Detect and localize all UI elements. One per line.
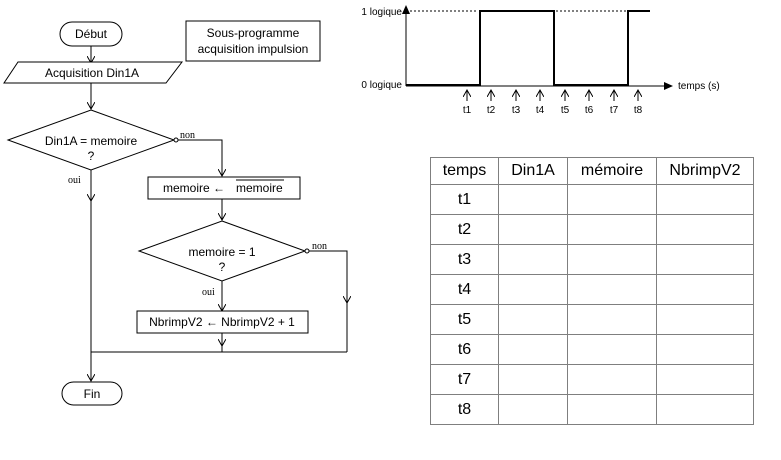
tick-label-t1: t1 (463, 105, 472, 116)
cell-nbrimpv2[interactable] (656, 214, 754, 245)
cell-memoire[interactable] (567, 184, 657, 215)
cell-time: t1 (430, 184, 499, 215)
flow-connector (178, 139, 222, 175)
header-nbrimpv2: NbrimpV2 (656, 157, 754, 185)
process2-label: NbrimpV2 ← NbrimpV2 + 1 (149, 315, 295, 329)
process1-overline-label: memoire (236, 181, 283, 195)
cell-memoire[interactable] (567, 244, 657, 275)
input-parallelogram: Acquisition Din1A (3, 61, 184, 84)
cell-memoire[interactable] (567, 214, 657, 245)
subprogram-box: Sous-programme acquisition impulsion (185, 20, 321, 62)
end-label: Fin (84, 387, 101, 401)
flowchart: Début Sous-programme acquisition impulsi… (3, 20, 348, 406)
cell-time: t4 (430, 274, 499, 305)
state-table: temps Din1A mémoire NbrimpV2 t1 t2 t3 t4 (430, 157, 754, 425)
cell-din1a[interactable] (498, 394, 568, 425)
cell-nbrimpv2[interactable] (656, 304, 754, 335)
process-increment-nbrimpv2: NbrimpV2 ← NbrimpV2 + 1 (136, 310, 309, 334)
level-high-label: 1 logique (361, 7, 402, 18)
tick-label-t5: t5 (561, 105, 570, 116)
cell-memoire[interactable] (567, 304, 657, 335)
pulse-signal (406, 10, 650, 86)
cell-time: t2 (430, 214, 499, 245)
cell-din1a[interactable] (498, 304, 568, 335)
table-header-row: temps Din1A mémoire NbrimpV2 (430, 157, 754, 185)
tick-label-t8: t8 (634, 105, 643, 116)
subprogram-line-2: acquisition impulsion (198, 42, 309, 56)
header-memoire: mémoire (567, 157, 657, 185)
cell-memoire[interactable] (567, 334, 657, 365)
cell-din1a[interactable] (498, 274, 568, 305)
decision2-oui-label: oui (202, 287, 215, 298)
cell-time: t8 (430, 394, 499, 425)
tick-label-t3: t3 (512, 105, 521, 116)
decision-din1a-equals-memoire: Din1A = memoire ? (6, 109, 179, 171)
cell-din1a[interactable] (498, 334, 568, 365)
table-row: t2 (430, 214, 754, 245)
cell-time: t7 (430, 364, 499, 395)
cell-nbrimpv2[interactable] (656, 394, 754, 425)
cell-din1a[interactable] (498, 364, 568, 395)
table-row: t3 (430, 244, 754, 275)
header-din1a: Din1A (498, 157, 568, 185)
start-terminal: Début (59, 21, 123, 47)
cell-memoire[interactable] (567, 364, 657, 395)
timing-diagram: 1 logique 0 logique temps (s) t1 t2 t3 t… (361, 5, 720, 116)
tick-label-t7: t7 (610, 105, 619, 116)
decision2-line-1: memoire = 1 (188, 245, 255, 259)
decision2-line-2: ? (219, 260, 226, 274)
end-terminal: Fin (61, 381, 123, 406)
process1-left-label: memoire ← (163, 181, 225, 195)
cell-nbrimpv2[interactable] (656, 364, 754, 395)
input-label: Acquisition Din1A (45, 66, 139, 80)
cell-time: t3 (430, 244, 499, 275)
cell-din1a[interactable] (498, 214, 568, 245)
tick-arrows (467, 91, 638, 101)
table-row: t7 (430, 364, 754, 395)
process-toggle-memoire: memoire ← memoire (147, 176, 301, 200)
cell-nbrimpv2[interactable] (656, 244, 754, 275)
cell-nbrimpv2[interactable] (656, 184, 754, 215)
decision2-non-label: non (312, 241, 327, 252)
cell-nbrimpv2[interactable] (656, 274, 754, 305)
table-row: t5 (430, 304, 754, 335)
flow-connector (309, 250, 348, 352)
tick-label-t2: t2 (487, 105, 496, 116)
decision1-oui-label: oui (68, 175, 81, 186)
table-row: t8 (430, 394, 754, 425)
cell-nbrimpv2[interactable] (656, 334, 754, 365)
tick-label-t4: t4 (536, 105, 545, 116)
decision1-non-label: non (180, 130, 195, 141)
cell-time: t5 (430, 304, 499, 335)
cell-time: t6 (430, 334, 499, 365)
cell-din1a[interactable] (498, 184, 568, 215)
level-low-label: 0 logique (361, 80, 402, 91)
start-label: Début (75, 27, 108, 41)
axis-time-label: temps (s) (678, 81, 720, 92)
cell-memoire[interactable] (567, 274, 657, 305)
cell-din1a[interactable] (498, 244, 568, 275)
decision1-line-2: ? (88, 149, 95, 163)
cell-memoire[interactable] (567, 394, 657, 425)
table-row: t4 (430, 274, 754, 305)
decision-memoire-equals-1: memoire = 1 ? (137, 220, 310, 282)
decision1-line-1: Din1A = memoire (45, 134, 138, 148)
table-row: t1 (430, 184, 754, 215)
table-row: t6 (430, 334, 754, 365)
subprogram-line-1: Sous-programme (207, 26, 300, 40)
tick-label-t6: t6 (585, 105, 594, 116)
tick-labels: t1 t2 t3 t4 t5 t6 t7 t8 (463, 105, 643, 116)
header-temps: temps (430, 157, 499, 185)
